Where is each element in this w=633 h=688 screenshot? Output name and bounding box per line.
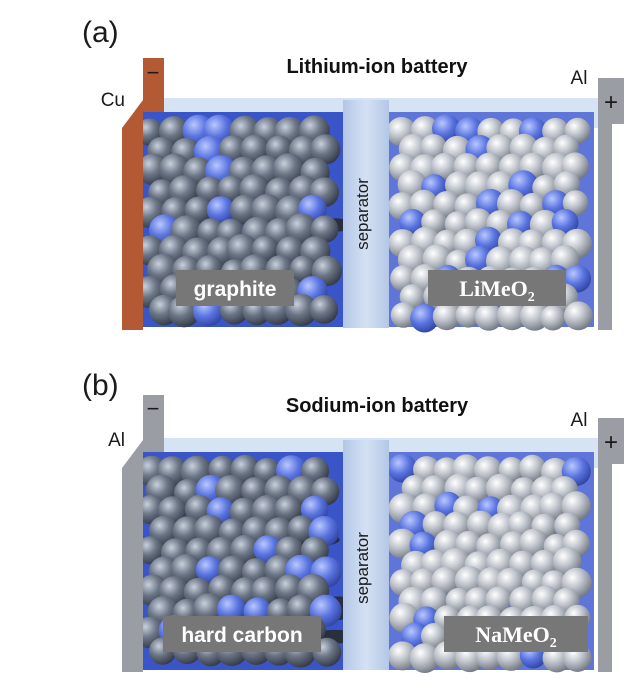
cathode-particle — [563, 301, 593, 331]
panel-lithium-ion: (a) Lithium-ion battery separator − Cu +… — [82, 16, 624, 333]
positive-tab — [598, 418, 624, 464]
panel-sodium-ion: (b) Sodium-ion battery separator − Al + … — [82, 369, 624, 673]
cathode-tag: LiMeO2 — [428, 270, 566, 306]
cathode-label: NaMeO — [475, 622, 550, 647]
cathode-particle — [551, 209, 579, 236]
cathode-particle — [420, 623, 448, 650]
cathode-particle — [422, 511, 449, 538]
negative-collector-label: Al — [108, 430, 125, 451]
cathode-particle — [445, 171, 473, 199]
cathode-particle — [390, 302, 417, 328]
anode-particle — [229, 194, 260, 225]
separator-label: separator — [353, 178, 372, 250]
anode-label: graphite — [194, 278, 277, 301]
cathode-particle — [464, 476, 490, 503]
negative-tab — [143, 58, 164, 112]
anode-particle — [287, 515, 316, 544]
positive-sign: + — [604, 429, 618, 456]
cathode-label: LiMeO — [459, 276, 527, 301]
cathode-particle — [519, 454, 546, 482]
negative-tab — [143, 395, 164, 452]
cathode-particle — [540, 305, 566, 331]
separator-membrane — [343, 100, 389, 328]
anode-particle — [274, 495, 303, 524]
positive-tab — [598, 78, 624, 124]
cathode-particle — [388, 641, 418, 671]
positive-current-collector: + Al — [571, 410, 624, 672]
separator-membrane — [343, 440, 389, 670]
cathode-particle — [432, 302, 461, 331]
panel-letter: (a) — [82, 16, 119, 49]
cathode-subscript: 2 — [550, 636, 557, 651]
cathode-particle — [431, 566, 460, 595]
negative-collector-plate — [122, 100, 143, 330]
negative-collector-plate — [122, 440, 143, 672]
negative-current-collector: − Al — [108, 395, 164, 672]
cathode-particle — [410, 303, 439, 333]
cathode-particle — [420, 134, 447, 161]
cathode-particle — [519, 528, 548, 557]
anode-particle — [137, 153, 169, 186]
positive-collector-plate — [598, 90, 612, 330]
anode-particle — [310, 215, 339, 244]
positive-collector-label: Al — [571, 410, 588, 431]
positive-collector-plate — [598, 430, 612, 672]
cathode-particle — [409, 643, 440, 673]
separator-label: separator — [353, 532, 372, 604]
cathode-tag: NaMeO2 — [444, 616, 588, 652]
panel-title: Sodium-ion battery — [286, 395, 469, 417]
anode-particle — [310, 134, 341, 165]
cathode-particle — [455, 302, 481, 328]
anode-tag: hard carbon — [163, 616, 321, 652]
negative-sign: − — [147, 396, 160, 421]
cathode-particle — [387, 528, 418, 559]
cathode-particle — [387, 453, 417, 483]
anode-particle — [206, 196, 235, 224]
panel-letter: (b) — [82, 369, 119, 402]
anode-particle — [309, 295, 339, 324]
cathode-subscript: 2 — [528, 290, 535, 305]
anode-tag: graphite — [176, 270, 294, 306]
panel-title: Lithium-ion battery — [286, 56, 468, 78]
negative-current-collector: − Cu — [101, 58, 164, 330]
cathode-particle — [466, 510, 495, 538]
svg-text:NaMeO2: NaMeO2 — [475, 622, 557, 651]
svg-text:LiMeO2: LiMeO2 — [459, 276, 534, 305]
cathode-particle — [497, 300, 528, 331]
cathode-particle — [539, 492, 567, 521]
negative-collector-label: Cu — [101, 90, 125, 111]
anode-label: hard carbon — [181, 624, 302, 647]
anode-particle — [230, 454, 260, 485]
anode-particle — [289, 255, 317, 283]
cathode-particles — [387, 453, 592, 673]
positive-current-collector: + Al — [571, 68, 624, 330]
cathode-particle — [475, 303, 503, 331]
negative-sign: − — [147, 60, 160, 85]
positive-sign: + — [604, 89, 618, 116]
positive-collector-label: Al — [571, 68, 588, 89]
cathode-particle — [562, 190, 589, 216]
anode-particle — [136, 536, 165, 565]
